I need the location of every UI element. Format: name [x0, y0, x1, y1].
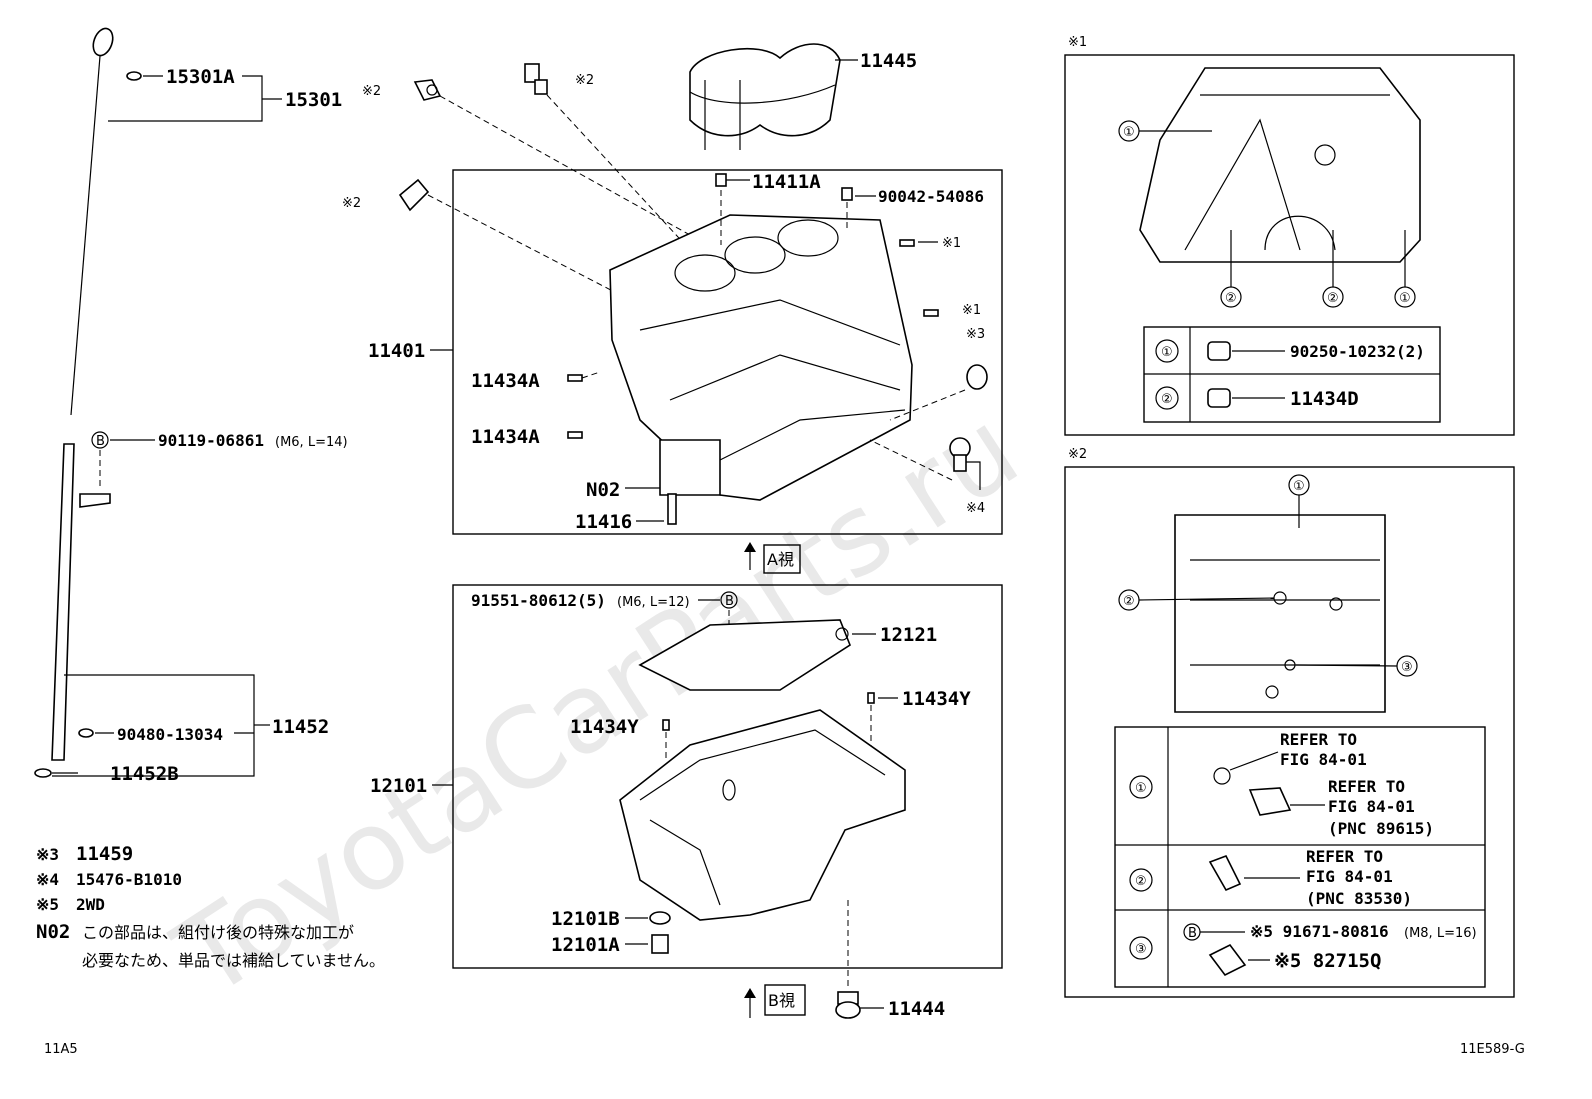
label-15301A: 15301A — [166, 66, 235, 88]
note-3-value: 11459 — [76, 843, 133, 865]
label-12121: 12121 — [880, 624, 937, 646]
label-11434Y-1: 11434Y — [902, 688, 971, 710]
oil-pressure-switch — [524, 63, 548, 95]
label-11416: 11416 — [575, 511, 632, 533]
view-b-box — [764, 984, 806, 1016]
bolt-marker-b: B — [96, 434, 105, 449]
label-90042-54086: 90042-54086 — [878, 187, 984, 206]
label-12101A: 12101A — [551, 934, 620, 956]
inset1-callout-1a: ① — [1123, 125, 1135, 140]
inset2-row1-refer-a: REFER TO — [1280, 730, 1357, 749]
insulator-11445 — [689, 43, 841, 150]
cylinder-block-11401 — [609, 214, 913, 501]
dipstick-15301 — [70, 27, 142, 416]
drain-plug-11444 — [835, 991, 861, 1019]
label-11444: 11444 — [888, 998, 945, 1020]
marker-2b: ※2 — [575, 73, 594, 88]
marker-3: ※3 — [966, 327, 985, 342]
view-b-label: B視 — [768, 991, 795, 1010]
label-11452: 11452 — [272, 716, 329, 738]
label-90119-06861: 90119-06861 — [158, 431, 264, 450]
block-frame — [452, 169, 1003, 535]
oil-pan-upper-12121 — [638, 619, 851, 691]
inset2-block-view — [1174, 514, 1386, 713]
inset1-block-view — [1139, 67, 1421, 263]
inset2-callout-1: ① — [1293, 479, 1305, 494]
label-11434Y-2: 11434Y — [570, 716, 639, 738]
footer-left: 11A5 — [44, 1042, 78, 1057]
oilpan-frame — [452, 584, 1003, 969]
label-11445: 11445 — [860, 50, 917, 72]
inset2-row3-bmark: B — [1188, 926, 1197, 941]
label-90119-spec: (M6, L=14) — [275, 435, 348, 450]
note-n02-line1: この部品は、組付け後の特殊な加工が — [82, 923, 354, 942]
knock-sensor — [413, 79, 442, 101]
inset2-row3-spec: (M8, L=16) — [1404, 926, 1477, 941]
inset2-row3-bolt: ※5 91671-80816 — [1250, 922, 1389, 941]
marker-1b: ※1 — [962, 303, 981, 318]
inset2-row2-fig: FIG 84-01 — [1306, 867, 1393, 886]
label-11452B: 11452B — [110, 763, 179, 785]
bolt-marker-b2: B — [725, 594, 734, 609]
note-4-value: 15476-B1010 — [76, 870, 182, 889]
label-90480-13034: 90480-13034 — [117, 725, 223, 744]
inset2-row2-num: ② — [1135, 874, 1147, 889]
inset1-row2-part: 11434D — [1290, 388, 1359, 410]
inset2-row2-refer: REFER TO — [1306, 847, 1383, 866]
inset1-callout-2a: ② — [1225, 291, 1237, 306]
inset2-frame — [1064, 466, 1515, 998]
label-15301: 15301 — [285, 89, 342, 111]
inset1-frame — [1064, 54, 1515, 436]
inset1-row2-num: ② — [1161, 392, 1173, 407]
label-11401: 11401 — [368, 340, 425, 362]
marker-2a: ※2 — [362, 84, 381, 99]
note-n02-line2: 必要なため、単品では補給していません。 — [82, 951, 385, 970]
view-a-label: A視 — [767, 550, 794, 569]
inset2-row1-fig-b: FIG 84-01 — [1328, 797, 1415, 816]
label-91551-80612: 91551-80612(5) — [471, 591, 606, 610]
view-a-box — [763, 544, 801, 574]
label-91551-spec: (M6, L=12) — [617, 595, 690, 610]
inset2-row1-num: ① — [1135, 781, 1147, 796]
inset2-table — [1114, 726, 1486, 988]
label-12101: 12101 — [370, 775, 427, 797]
dipstick-guide-11452 — [34, 443, 111, 778]
label-12101B: 12101B — [551, 908, 620, 930]
inset2-row1-pnc: (PNC 89615) — [1328, 819, 1434, 838]
oil-pan-12101 — [619, 709, 906, 921]
note-3-key: ※3 — [36, 845, 59, 864]
inset2-row1-refer-b: REFER TO — [1328, 777, 1405, 796]
note-n02-key: N02 — [36, 921, 70, 943]
label-N02: N02 — [586, 479, 620, 501]
inset2-row2-pnc: (PNC 83530) — [1306, 889, 1412, 908]
inset1-row1-num: ① — [1161, 345, 1173, 360]
inset2-row1-fig-a: FIG 84-01 — [1280, 750, 1367, 769]
note-5-key: ※5 — [36, 895, 59, 914]
label-11411A: 11411A — [752, 171, 821, 193]
inset2-callout-2: ② — [1123, 594, 1135, 609]
marker-2c: ※2 — [342, 196, 361, 211]
inset2-title: ※2 — [1068, 447, 1087, 462]
inset1-title: ※1 — [1068, 35, 1087, 50]
note-5-value: 2WD — [76, 895, 105, 914]
marker-4: ※4 — [966, 501, 985, 516]
label-11434A-2: 11434A — [471, 426, 540, 448]
inset2-row3-num: ③ — [1135, 942, 1147, 957]
inset1-callout-1b: ① — [1399, 291, 1411, 306]
note-4-key: ※4 — [36, 870, 59, 889]
inset1-row1-part: 90250-10232(2) — [1290, 342, 1425, 361]
label-11434A-1: 11434A — [471, 370, 540, 392]
inset2-callout-3: ③ — [1401, 660, 1413, 675]
footer-right: 11E589-G — [1460, 1042, 1525, 1057]
inset2-row3-part: ※5 82715Q — [1274, 950, 1381, 972]
bracket — [398, 178, 430, 212]
marker-1a: ※1 — [942, 236, 961, 251]
inset1-callout-2b: ② — [1327, 291, 1339, 306]
